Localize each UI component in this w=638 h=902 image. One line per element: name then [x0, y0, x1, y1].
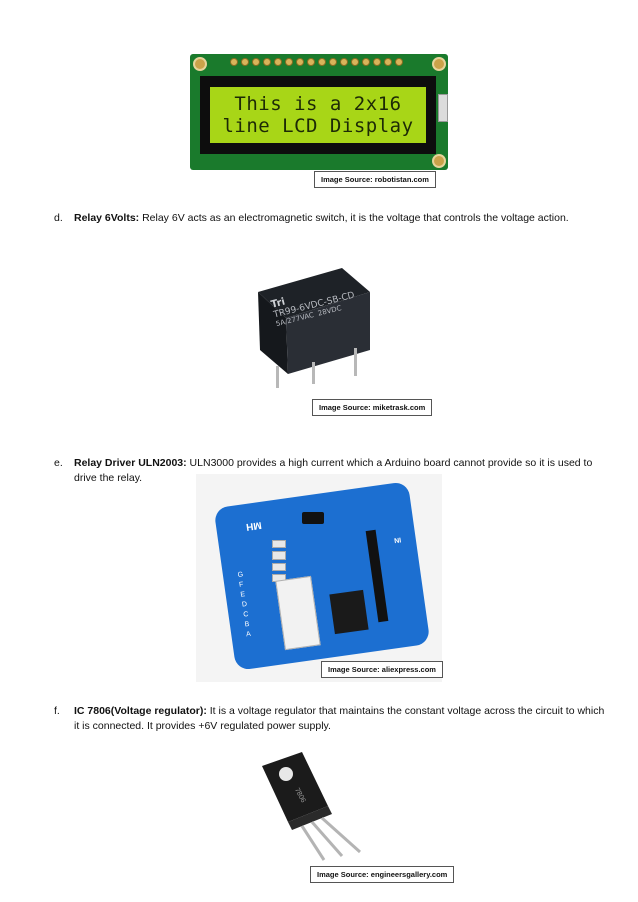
- pin-label: A: [245, 630, 252, 639]
- list-item-body: Relay 6V acts as an electromagnetic swit…: [139, 212, 569, 224]
- list-item-marker: e.: [54, 457, 63, 469]
- list-item-body-continued: drive the relay.: [74, 472, 143, 484]
- list-item-relay: d. Relay 6Volts: Relay 6V acts as an ele…: [54, 211, 624, 227]
- list-item-title: Relay 6Volts:: [74, 212, 140, 224]
- ic7806-image-caption: Image Source: engineersgallery.com: [310, 866, 455, 883]
- uln-board-label: MH: [245, 518, 263, 533]
- mount-hole: [432, 154, 446, 168]
- relay-drawing: [258, 268, 370, 388]
- list-item-text: Relay 6Volts: Relay 6V acts as an electr…: [74, 211, 569, 226]
- input-pin-label: IN: [393, 535, 402, 544]
- ic7806-image: 7806: [250, 748, 380, 870]
- list-item-marker: d.: [54, 212, 63, 224]
- list-item-marker: f.: [54, 705, 60, 717]
- lcd-image: This is a 2x16 line LCD Display: [190, 54, 450, 172]
- jumper: [302, 512, 324, 524]
- list-item-body: It is a voltage regulator that maintains…: [206, 705, 605, 717]
- relay-image: Tri TR99-6VDC-SB-CD 5A/277VAC 28VDC: [250, 262, 380, 392]
- list-item-text: IC 7806(Voltage regulator): It is a volt…: [74, 704, 604, 734]
- list-item-body: ULN3000 provides a high current which a …: [186, 457, 593, 469]
- lcd-line-1: This is a 2x16: [234, 93, 402, 115]
- uln2003-image-caption: Image Source: aliexpress.com: [321, 661, 443, 678]
- uln2003-chip: [329, 589, 369, 635]
- lcd-image-caption: Image Source: robotistan.com: [314, 171, 436, 188]
- lcd-screen: This is a 2x16 line LCD Display: [210, 87, 426, 143]
- mount-hole: [193, 57, 207, 71]
- lcd-connector: [438, 94, 448, 122]
- led-array: [272, 540, 286, 582]
- lcd-line-2: line LCD Display: [222, 115, 414, 137]
- list-item-body-continued: it is connected. It provides +6V regulat…: [74, 720, 331, 732]
- list-item-ic7806: f. IC 7806(Voltage regulator): It is a v…: [54, 704, 634, 736]
- list-item-title: IC 7806(Voltage regulator):: [74, 705, 207, 717]
- list-item-text: Relay Driver ULN2003: ULN3000 provides a…: [74, 456, 592, 486]
- pin-header: [230, 58, 410, 66]
- list-item-relay-driver: e. Relay Driver ULN2003: ULN3000 provide…: [54, 456, 624, 488]
- ic7806-drawing: [262, 752, 362, 861]
- uln2003-image: MH IN G F E D C B A: [196, 474, 442, 682]
- list-item-title: Relay Driver ULN2003:: [74, 457, 187, 469]
- relay-image-caption: Image Source: miketrask.com: [312, 399, 433, 416]
- mount-hole: [432, 57, 446, 71]
